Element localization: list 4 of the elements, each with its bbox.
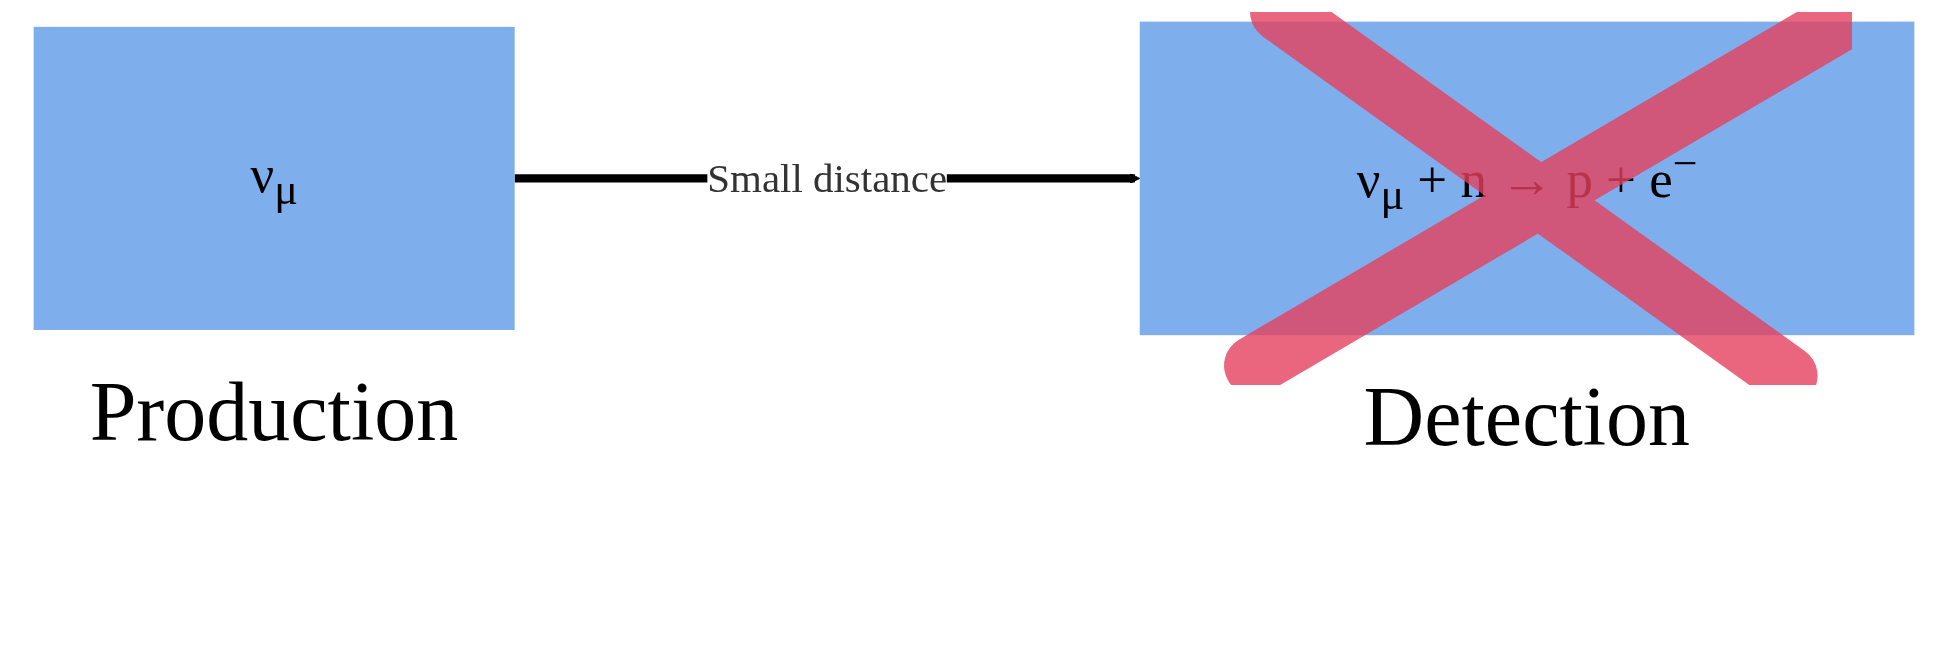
node-caption: Detection xyxy=(1363,375,1691,460)
edge-label: Small distance xyxy=(707,156,948,201)
node-caption: Production xyxy=(89,369,459,454)
node-box: ν$_{μ}$ xyxy=(33,26,515,330)
